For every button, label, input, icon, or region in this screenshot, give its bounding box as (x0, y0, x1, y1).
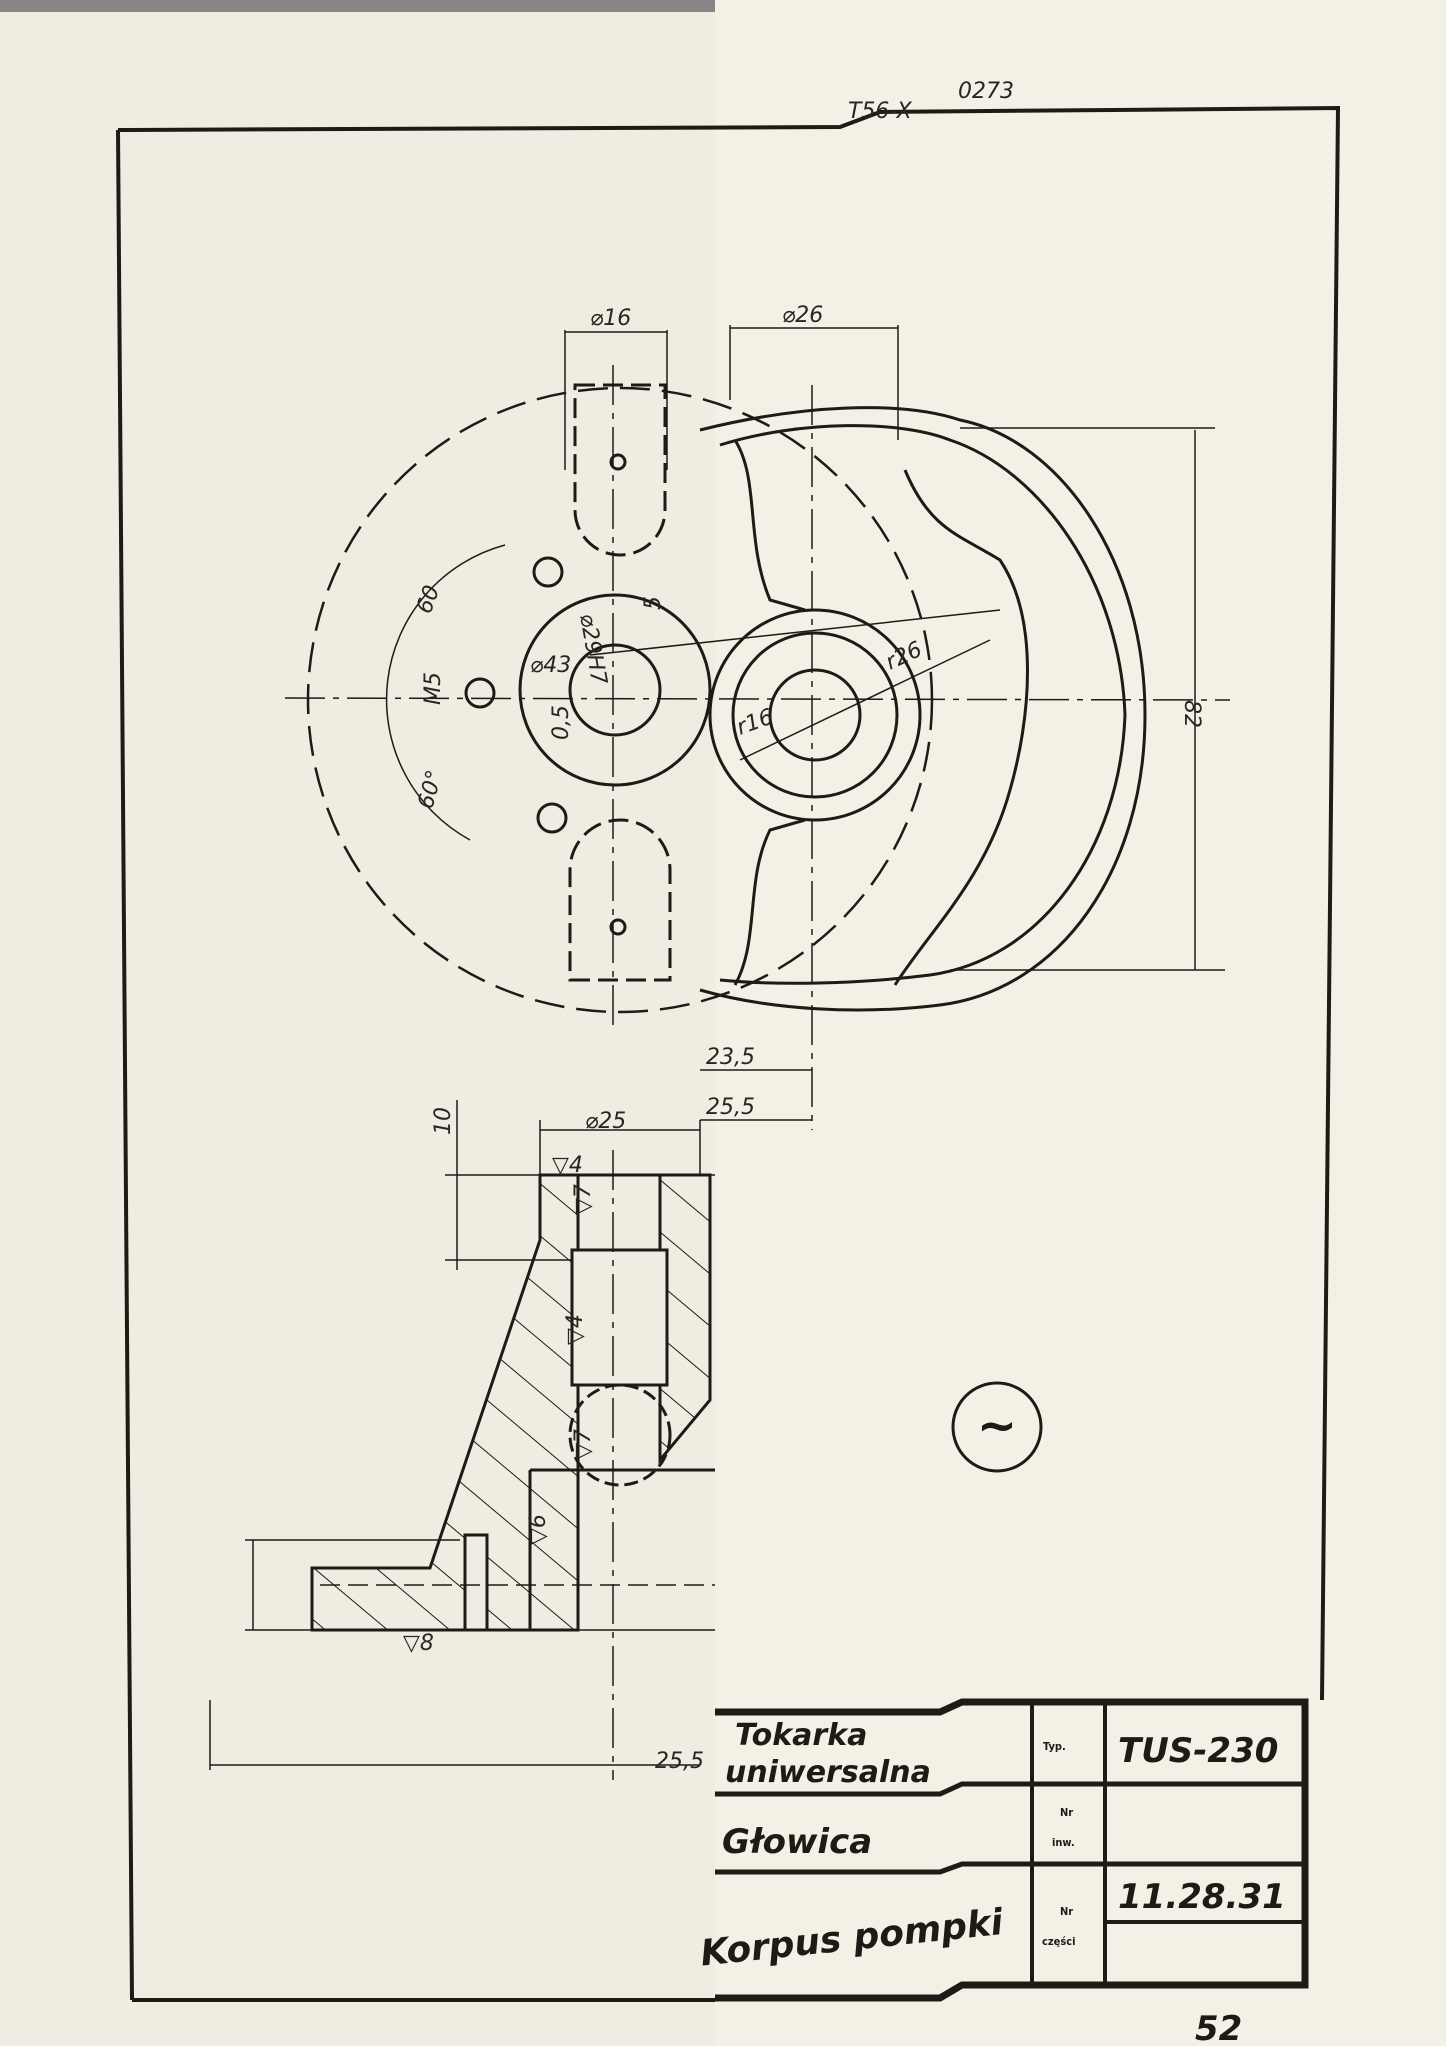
top-view (284, 325, 1231, 1130)
dim-angle-top: 60 (412, 582, 445, 617)
hub-bore (768, 668, 862, 762)
part-no-label-2: części (1042, 1935, 1075, 1948)
bolt-hole-left (464, 677, 496, 709)
flange-circle (518, 593, 712, 787)
section-view (209, 1100, 715, 1780)
drawing-code: T56-X (848, 99, 913, 124)
finish-4: ▽7 (571, 1429, 596, 1460)
dim-fit: ⌀29H7 (574, 612, 611, 687)
dim-offset-1: 23,5 (706, 1045, 755, 1070)
slot-top (573, 383, 667, 557)
dim-hub-diameter: ⌀26 (782, 303, 823, 328)
surface-finish-glyph: ~ (977, 1398, 1017, 1454)
housing-outer-contour (699, 406, 1147, 1012)
finish-3: ▽4 (563, 1314, 588, 1345)
center-lines (284, 325, 1231, 1130)
machine-name-line2: uniwersalna (725, 1755, 931, 1790)
machine-name-line1: Tokarka (735, 1718, 867, 1753)
inv-label-2: inw. (1052, 1836, 1075, 1849)
finish-2: ▽7 (571, 1184, 596, 1215)
finish-6: ▽8 (403, 1631, 434, 1656)
dim-section-diameter: ⌀25 (585, 1109, 626, 1134)
dim-slot-diameter: ⌀16 (590, 306, 631, 331)
finish-5: ▽6 (526, 1514, 551, 1545)
assembly-name: Głowica (722, 1822, 872, 1862)
dim-section-height: 10 (431, 1107, 456, 1135)
dim-angle-bottom: 60° (414, 767, 448, 811)
bolt-hole-top (532, 556, 564, 588)
hub-outer (708, 608, 922, 822)
dim-section-offset: 25,5 (655, 1749, 704, 1774)
dim-thread: M5 (421, 672, 446, 705)
finish-1: ▽4 (552, 1153, 583, 1178)
dim-bore-diameter: ⌀43 (530, 653, 571, 678)
drawing-number: 0273 (958, 79, 1014, 104)
title-block (715, 1698, 1309, 2002)
bolt-hole-bottom (536, 802, 568, 834)
surface-finish-symbol (951, 1381, 1043, 1473)
top-band (0, 0, 950, 12)
part-number-value: 11.28.31 (1118, 1877, 1286, 1917)
dim-height: 82 (1179, 700, 1204, 728)
dim-offset-2: 25,5 (706, 1095, 755, 1120)
drawing-frame (116, 105, 1341, 2002)
hub-middle (731, 631, 899, 799)
page-number: 52 (1195, 2009, 1242, 2046)
type-label: Typ. (1043, 1740, 1066, 1753)
type-value: TUS-230 (1118, 1731, 1278, 1771)
dim-depth: 5 (641, 596, 666, 610)
dim-small: 0,5 (549, 705, 574, 740)
bore-circle (568, 643, 662, 737)
inv-label-1: Nr (1060, 1806, 1073, 1819)
slot-bottom (568, 818, 672, 982)
part-no-label-1: Nr (1060, 1905, 1073, 1918)
